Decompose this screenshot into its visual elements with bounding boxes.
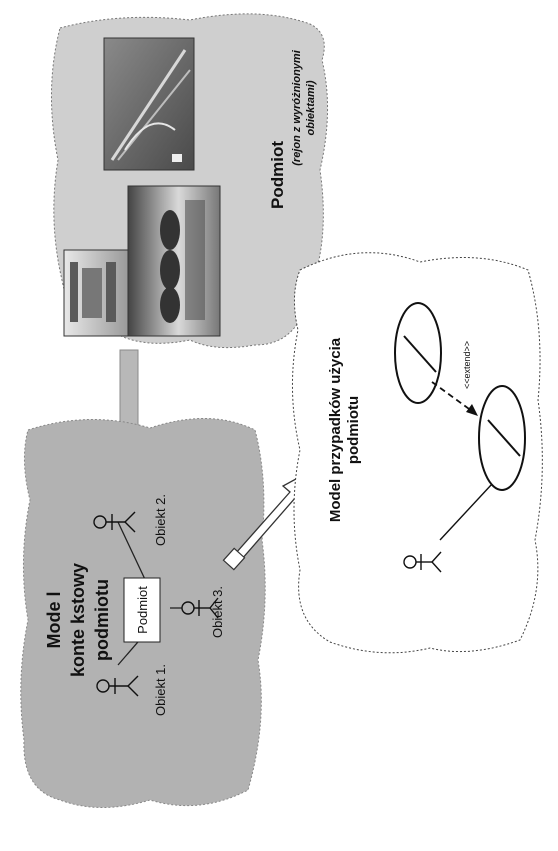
use-case-base: [479, 386, 525, 490]
use-case-title-line1: Model przypadków użycia: [327, 337, 344, 522]
context-title-line2: konte kstowy: [68, 563, 88, 677]
obiekt3-label: Obiekt 3.: [210, 586, 225, 638]
region-connector: [120, 350, 138, 430]
subject-subtitle-line2: obiektami): [305, 80, 317, 135]
extend-stereotype-label: <<extend>>: [462, 341, 472, 389]
park-photo: [128, 186, 220, 336]
use-case-title-line2: podmiotu: [345, 396, 362, 464]
context-title-line3: podmiotu: [92, 579, 112, 661]
subject-title: Podmiot: [268, 141, 287, 209]
context-title-line1: Mode l: [44, 592, 64, 649]
use-case-extending: [395, 303, 441, 403]
palace-photo: [64, 250, 128, 336]
bridge-photo: [104, 38, 194, 170]
obiekt1-label: Obiekt 1.: [153, 664, 168, 716]
subject-subtitle-line1: (rejon z wyróżnionymi: [291, 49, 303, 165]
center-subject-box: Podmiot: [124, 578, 160, 642]
subject-title-group: Podmiot: [268, 141, 287, 209]
center-subject-label: Podmiot: [135, 586, 150, 634]
obiekt2-label: Obiekt 2.: [153, 494, 168, 546]
